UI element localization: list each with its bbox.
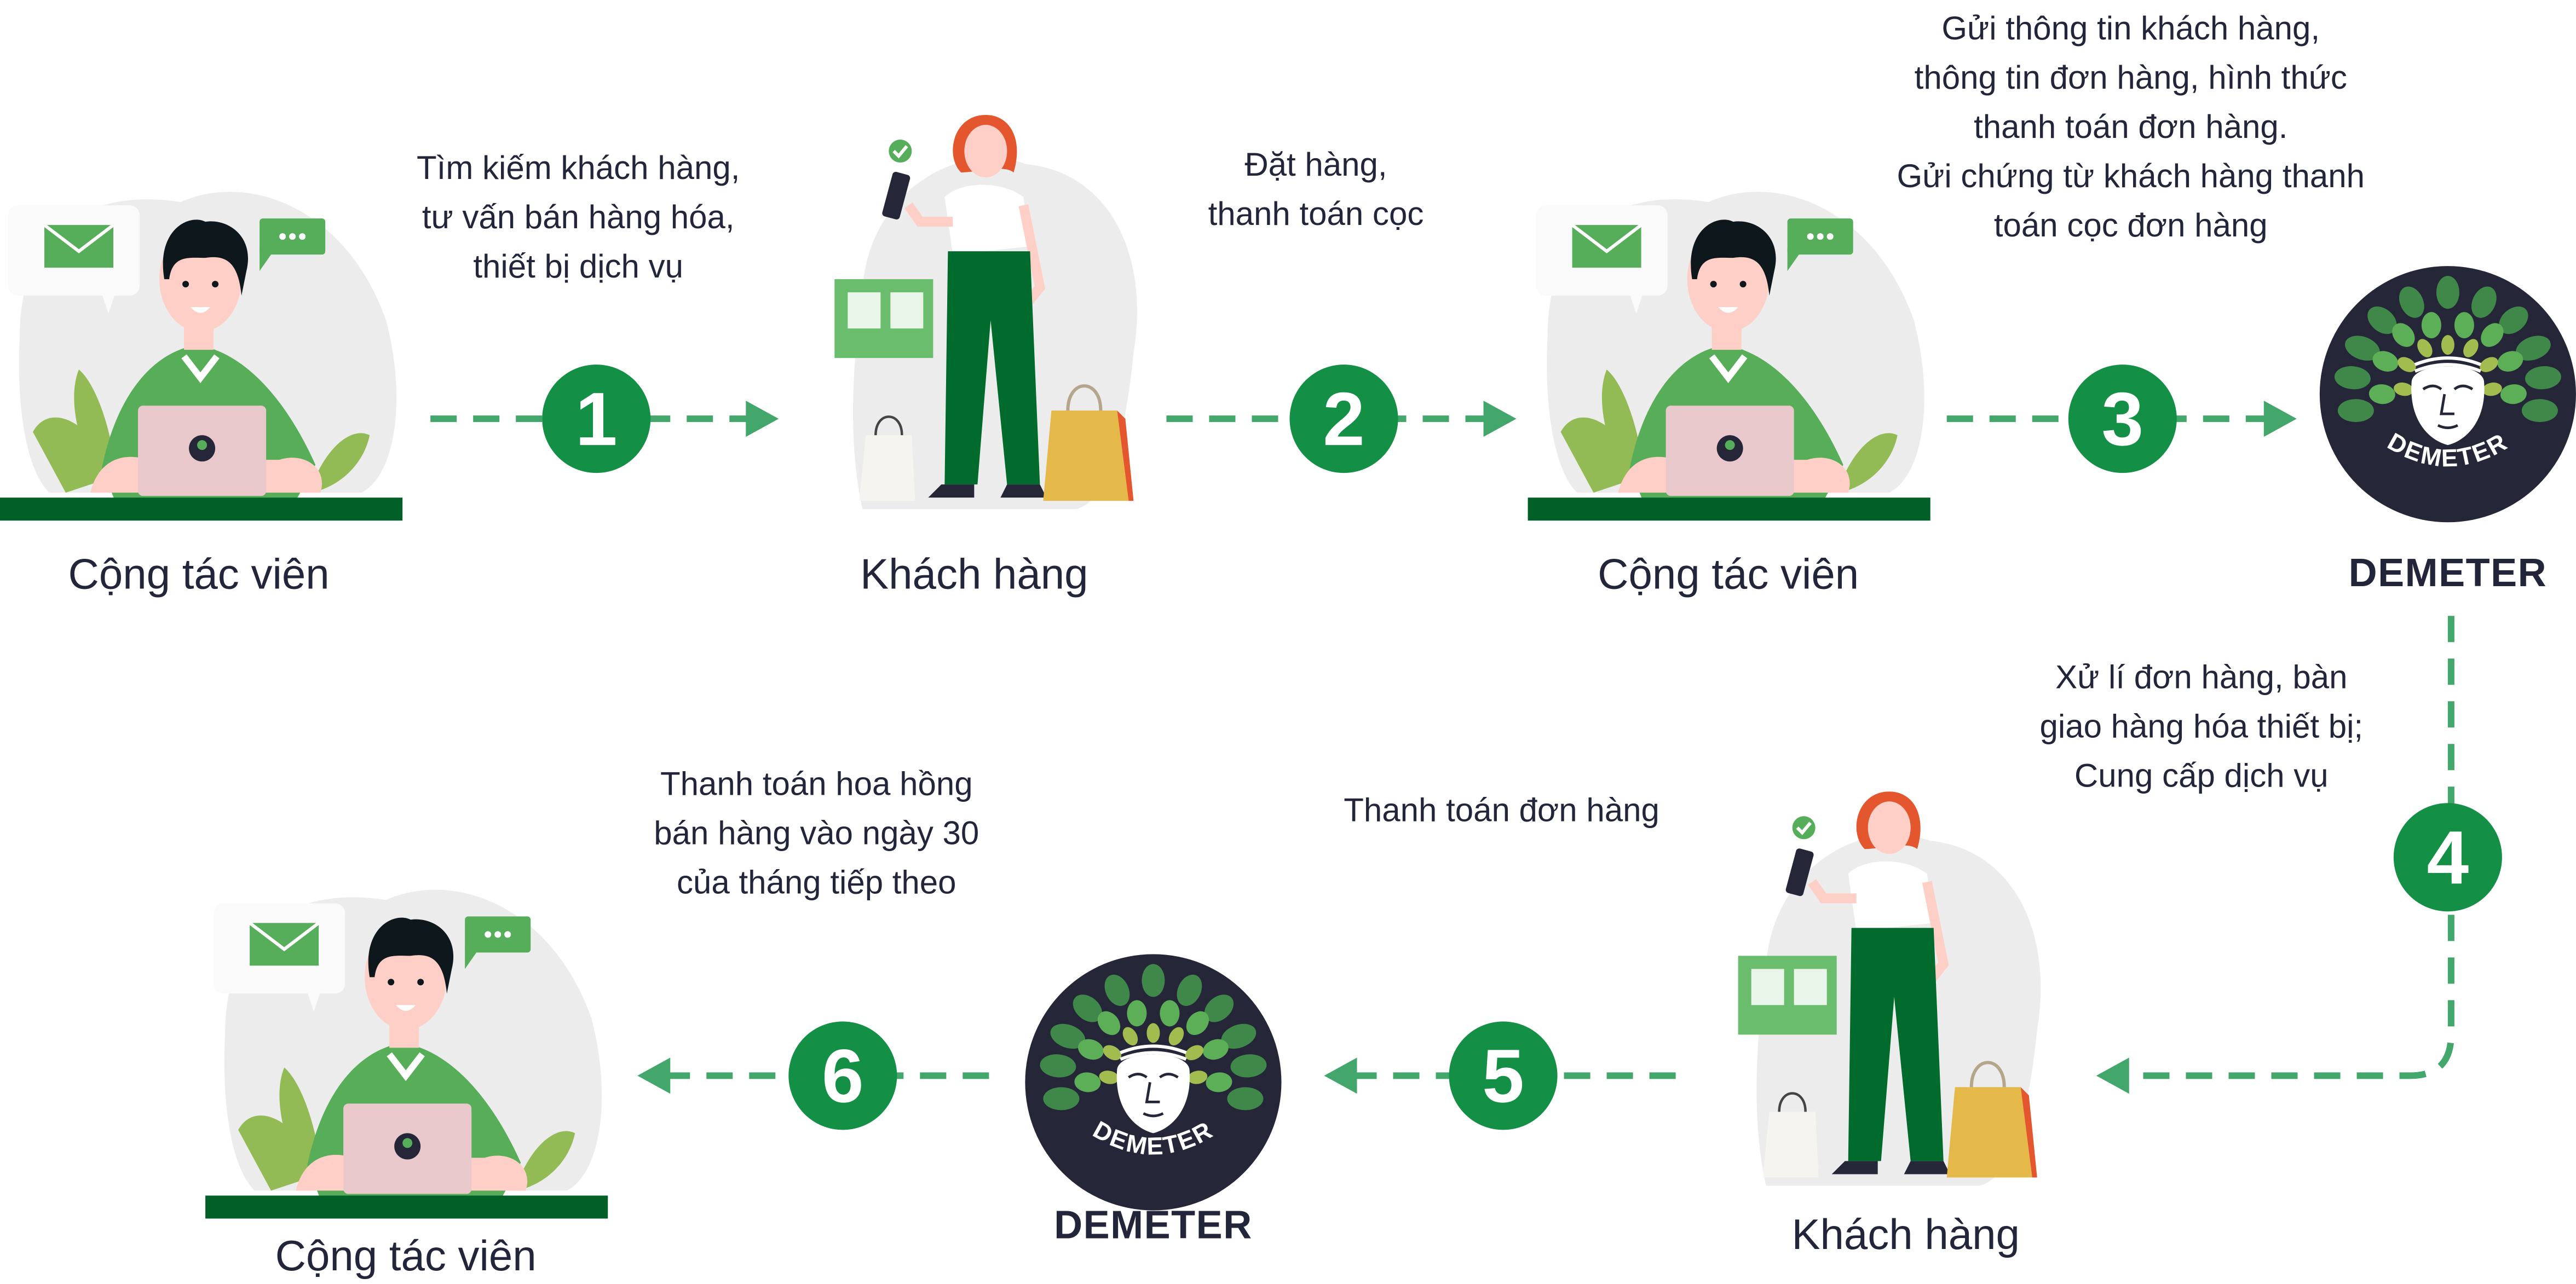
desc-line: bán hàng vào ngày 30 [654,816,979,853]
step-1-description: Tìm kiếm khách hàng, tư vấn bán hàng hóa… [417,144,740,292]
step-6-badge: 6 [788,1021,897,1130]
svg-text:6: 6 [822,1034,864,1118]
collaborator-illustration-1 [0,192,402,520]
svg-text:5: 5 [1482,1034,1524,1118]
customer-illustration-2 [1738,791,2041,1185]
arrow-1-head [746,401,779,437]
desc-line: tư vấn bán hàng hóa, [422,200,735,237]
step-3-badge: 3 [2068,365,2177,473]
collaborator-illustration-3 [205,890,608,1219]
actor-label-demeter-1: DEMETER [2348,552,2548,597]
arrow-5-head [1324,1057,1357,1094]
arrow-3-head [2263,401,2297,437]
step-2-description: Đặt hàng, thanh toán cọc [1208,141,1424,240]
desc-line: thanh toán đơn hàng. [1974,110,2288,147]
demeter-logo-1 [2320,266,2576,522]
actor-label-collaborator-1: Cộng tác viên [68,549,330,599]
svg-text:1: 1 [575,377,618,461]
step-4-badge: 4 [2393,803,2502,912]
actor-label-customer-1: Khách hàng [860,549,1088,599]
desc-line: Tìm kiếm khách hàng, [417,151,740,188]
svg-text:4: 4 [2427,815,2469,900]
collaborator-illustration-2 [1528,192,1930,520]
actor-label-demeter-2: DEMETER [1054,1204,1253,1248]
actor-label-collaborator-3: Cộng tác viên [275,1230,537,1280]
desc-line: Cung cấp dịch vụ [2074,759,2329,795]
step-5-description: Thanh toán đơn hàng [1344,786,1659,836]
desc-line: Xử lí đơn hàng, bàn [2055,660,2348,697]
desc-line: toán cọc đơn hàng [1993,209,2268,245]
step-1-badge: 1 [542,365,651,473]
actor-label-collaborator-2: Cộng tác viên [1598,549,1859,599]
arrow-6-head [637,1057,671,1094]
demeter-logo-2 [1025,954,1281,1210]
desc-line: thanh toán cọc [1208,197,1424,234]
desc-line: Gửi chứng từ khách hàng thanh [1897,159,2365,196]
step-6-description: Thanh toán hoa hồng bán hàng vào ngày 30… [654,760,979,908]
desc-line: giao hàng hóa thiết bị; [2039,709,2364,746]
arrow-4-head [2096,1057,2129,1094]
step-5-badge: 5 [1449,1021,1558,1130]
svg-text:2: 2 [1323,377,1365,461]
desc-line: Gửi thông tin khách hàng, [1941,11,2320,48]
step-4-description: Xử lí đơn hàng, bàn giao hàng hóa thiết … [2040,653,2364,801]
desc-line: thông tin đơn hàng, hình thức [1914,61,2347,97]
customer-illustration-1 [834,115,1137,509]
desc-line: thiết bị dịch vụ [473,250,684,286]
step-3-description: Gửi thông tin khách hàng, thông tin đơn … [1897,5,2365,251]
svg-text:3: 3 [2101,377,2143,461]
desc-line: Đặt hàng, [1244,148,1387,184]
desc-line: của tháng tiếp theo [677,865,956,902]
desc-line: Thanh toán hoa hồng [660,767,973,803]
step-2-badge: 2 [1289,365,1398,473]
desc-line: Thanh toán đơn hàng [1344,793,1659,830]
actor-label-customer-2: Khách hàng [1791,1209,2020,1259]
arrow-4-line [2122,616,2454,1079]
arrow-2-head [1483,401,1517,437]
